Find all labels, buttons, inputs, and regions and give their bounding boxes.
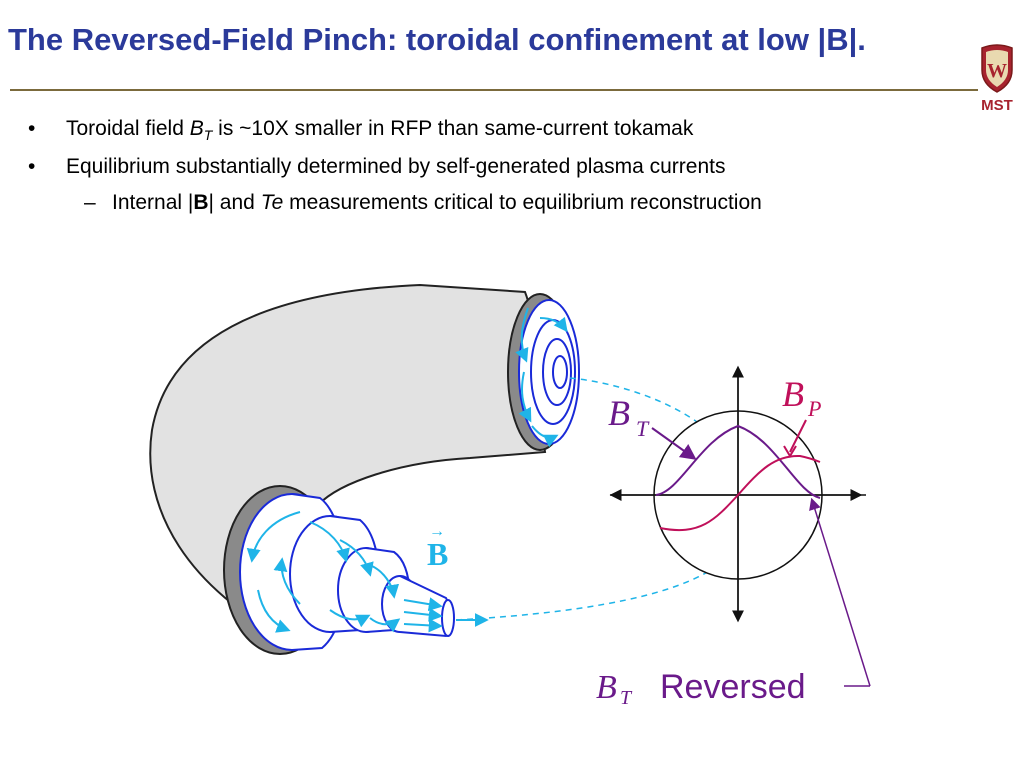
sub-text-italic: Te: [260, 191, 284, 214]
bullet-marker: •: [28, 117, 36, 140]
sub-text-mid: | and: [208, 191, 261, 214]
reversed-pointer: [809, 497, 871, 687]
sub-text-pre: Internal |: [112, 191, 194, 214]
bullet-marker: •: [28, 155, 36, 178]
bullet-text-post: is ~10X smaller in RFP than same-current…: [212, 117, 694, 140]
field-profile-plot: [609, 365, 866, 623]
reversed-bt-subscript: T: [620, 687, 633, 709]
reversed-bt-label: B: [596, 669, 617, 706]
b-vector-label: B: [427, 536, 448, 572]
bullet-text-pre: Toroidal field: [66, 117, 190, 140]
bp-label: B: [782, 374, 804, 414]
bt-subscript: T: [203, 127, 213, 143]
bt-label: B: [608, 393, 630, 433]
bt-label-subscript: T: [636, 416, 650, 441]
slide-title: The Reversed-Field Pinch: toroidal confi…: [8, 22, 866, 57]
bt-symbol: B: [189, 117, 204, 140]
top-field-lines: [515, 307, 568, 448]
mst-logo: W MST: [981, 44, 1013, 114]
bp-profile-curve: [659, 454, 821, 532]
sub-bullet-text: Internal |B| and Te measurements critica…: [112, 191, 762, 215]
logo-text: MST: [981, 97, 1013, 114]
b-vector-arrow: →: [429, 523, 445, 540]
sub-text-bold: B: [193, 191, 209, 214]
title-divider: [10, 89, 978, 91]
reversed-text: Reversed: [660, 668, 806, 706]
bp-label-subscript: P: [807, 396, 821, 421]
bullet-text: Toroidal field BT is ~10X smaller in RFP…: [66, 117, 693, 143]
bullet-text: Equilibrium substantially determined by …: [66, 155, 726, 178]
sub-bullet-marker: –: [84, 191, 96, 214]
bottom-field-lines: [246, 511, 443, 633]
sub-text-post: measurements critical to equilibrium rec…: [283, 191, 762, 214]
logo-letter: W: [987, 60, 1007, 82]
bt-profile-curve: [655, 424, 821, 499]
